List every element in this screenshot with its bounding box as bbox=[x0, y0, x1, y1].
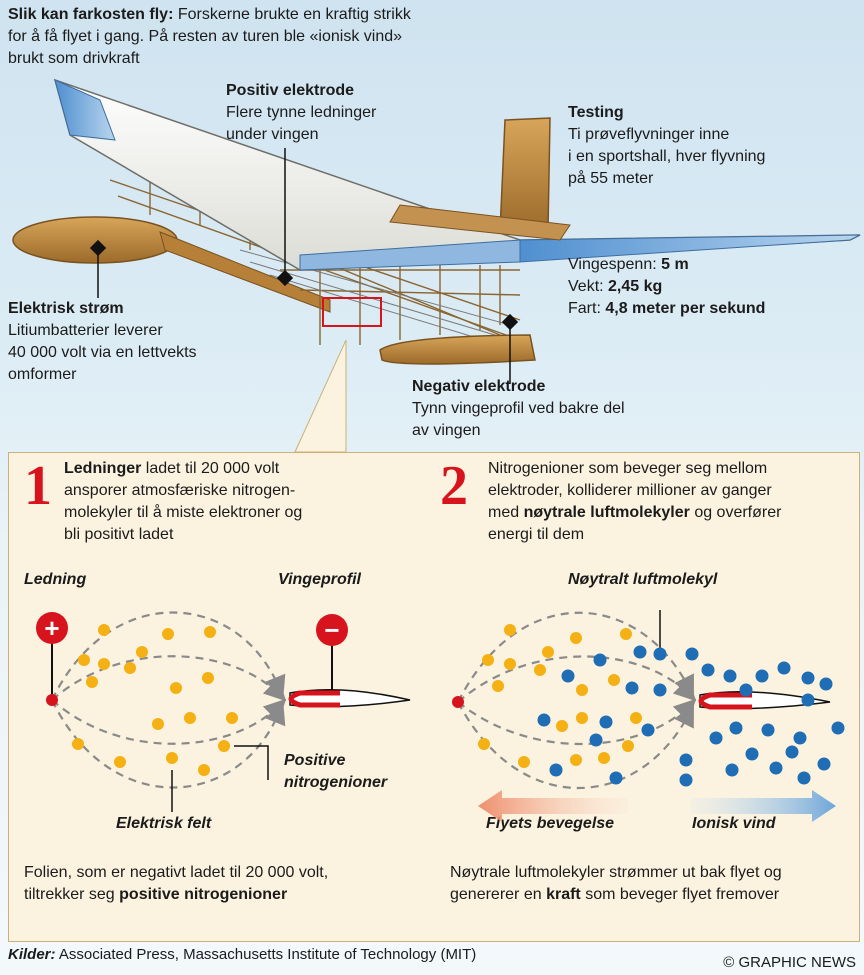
sources: Kilder: Associated Press, Massachusetts … bbox=[8, 944, 476, 966]
step-2-line-3a: med bbox=[488, 504, 520, 521]
step-1-caption-1: Folien, som er negativt ladet til 20 000… bbox=[24, 864, 329, 881]
weight-label: Vekt: bbox=[568, 278, 604, 295]
positive-ions bbox=[72, 624, 238, 776]
step-2-number: 2 bbox=[440, 455, 468, 517]
step-2-caption-2a: genererer en bbox=[450, 886, 542, 903]
step-1-caption-2a: tiltrekker seg bbox=[24, 886, 115, 903]
field-line bbox=[457, 701, 695, 790]
label-positive-ions-2: nitrogenioner bbox=[284, 774, 388, 791]
step-2-caption: Nøytrale luftmolekyler strømmer ut bak f… bbox=[450, 862, 850, 906]
step-2-line-4: energi til dem bbox=[488, 526, 585, 543]
label-electric-field: Elektrisk felt bbox=[116, 815, 212, 832]
ionic-wind-arrow bbox=[690, 790, 836, 822]
step-1-line-3: molekyler til å miste elektroner og bbox=[64, 504, 303, 521]
current-line-2: 40 000 volt via en lettvekts bbox=[8, 344, 197, 361]
lower-airfoil bbox=[379, 334, 536, 365]
negative-electrode-line-2: av vingen bbox=[412, 422, 481, 439]
testing-line-3: på 55 meter bbox=[568, 170, 654, 187]
step-2-line-1: Nitrogenioner som beveger seg mellom bbox=[488, 460, 768, 477]
plus-sign: + bbox=[44, 613, 59, 643]
sources-text: Associated Press, Massachusetts Institut… bbox=[58, 946, 477, 963]
wire-dot bbox=[452, 696, 464, 708]
field-line bbox=[457, 655, 697, 703]
current-line-3: omformer bbox=[8, 366, 77, 383]
diagram-2 bbox=[452, 610, 845, 822]
wire-dot bbox=[46, 694, 58, 706]
negative-electrode-title: Negativ elektrode bbox=[412, 378, 546, 395]
step-2-caption-2b: kraft bbox=[546, 886, 581, 903]
credit: © GRAPHIC NEWS bbox=[723, 954, 856, 971]
testing-line-2: i en sportshall, hver flyvning bbox=[568, 148, 766, 165]
step-2-text: Nitrogenioner som beveger seg mellom ele… bbox=[488, 458, 848, 546]
minus-sign: − bbox=[324, 615, 339, 645]
step-1-text: Ledninger ladet til 20 000 volt ansporer… bbox=[64, 458, 424, 546]
positive-ions bbox=[478, 624, 642, 768]
negative-foil bbox=[698, 692, 752, 710]
plus-icon bbox=[36, 612, 68, 644]
step-1-line-1: ladet til 20 000 volt bbox=[145, 460, 280, 477]
step-2-caption-2c: som beveger flyet fremover bbox=[585, 886, 780, 903]
intro-line-1: Forskerne brukte en kraftig strikk bbox=[177, 6, 411, 23]
step-1-caption: Folien, som er negativt ladet til 20 000… bbox=[24, 862, 424, 906]
positive-electrode-line-1: Flere tynne ledninger bbox=[226, 104, 377, 121]
negative-electrode-line-1: Tynn vingeprofil ved bakre del bbox=[412, 400, 625, 417]
label-neutral-molecule: Nøytralt luftmolekyl bbox=[568, 571, 718, 588]
negative-electrode-label: Negativ elektrode Tynn vingeprofil ved b… bbox=[412, 376, 625, 442]
field-line bbox=[51, 698, 287, 745]
current-label: Elektrisk strøm Litiumbatterier leverer … bbox=[8, 298, 197, 386]
negative-foil bbox=[288, 690, 340, 708]
testing-line-1: Ti prøveflyvninger inne bbox=[568, 126, 730, 143]
intro-line-2: for å få flyet i gang. På resten av ture… bbox=[8, 28, 403, 45]
span-value: 5 m bbox=[661, 256, 689, 273]
testing-title: Testing bbox=[568, 104, 624, 121]
neutral-molecules bbox=[537, 645, 845, 787]
positive-electrode-line-2: under vingen bbox=[226, 126, 319, 143]
field-line bbox=[51, 699, 286, 789]
label-positive-ions-1: Positive bbox=[284, 752, 346, 769]
step-2-line-3b: nøytrale luftmolekyler bbox=[523, 504, 690, 521]
speed-label: Fart: bbox=[568, 300, 601, 317]
step-2-line-3c: og overfører bbox=[694, 504, 782, 521]
minus-icon bbox=[316, 614, 348, 646]
sources-label: Kilder: bbox=[8, 946, 56, 963]
intro-block: Slik kan farkosten fly: Forskerne brukte… bbox=[8, 4, 528, 70]
field-line bbox=[51, 655, 287, 702]
intro-line-3: brukt som drivkraft bbox=[8, 50, 140, 67]
current-line-1: Litiumbatterier leverer bbox=[8, 322, 163, 339]
speed-value: 4,8 meter per sekund bbox=[605, 300, 766, 317]
step-1-line-4: bli positivt ladet bbox=[64, 526, 174, 543]
label-aircraft-motion: Flyets bevegelse bbox=[486, 815, 615, 832]
current-title: Elektrisk strøm bbox=[8, 300, 124, 317]
span-label: Vingespenn: bbox=[568, 256, 657, 273]
field-line bbox=[457, 698, 697, 746]
intro-title: Slik kan farkosten fly: bbox=[8, 6, 174, 23]
specs-block: Vingespenn: 5 m Vekt: 2,45 kg Fart: 4,8 … bbox=[568, 254, 765, 320]
step-1-caption-2b: positive nitrogenioner bbox=[119, 886, 288, 903]
step-2-line-2: elektroder, kolliderer millioner av gang… bbox=[488, 482, 772, 499]
label-airfoil: Vingeprofil bbox=[278, 571, 361, 588]
positive-electrode-title: Positiv elektrode bbox=[226, 82, 355, 99]
aircraft-motion-arrow bbox=[478, 790, 628, 822]
label-positive-ions: Positive nitrogenioner bbox=[284, 750, 387, 794]
diagram-1: + − bbox=[36, 611, 411, 812]
positive-electrode-label: Positiv elektrode Flere tynne ledninger … bbox=[226, 80, 376, 146]
detail-callout-box bbox=[322, 297, 382, 327]
label-ionic-wind: Ionisk vind bbox=[692, 815, 776, 832]
step-2-caption-1: Nøytrale luftmolekyler strømmer ut bak f… bbox=[450, 864, 782, 881]
step-1-number: 1 bbox=[24, 455, 52, 517]
step-1-line-2: ansporer atmosfæriske nitrogen- bbox=[64, 482, 296, 499]
label-wire: Ledning bbox=[24, 571, 87, 588]
field-line bbox=[457, 611, 694, 703]
step-1-bold: Ledninger bbox=[64, 460, 142, 477]
weight-value: 2,45 kg bbox=[608, 278, 663, 295]
testing-label: Testing Ti prøveflyvninger inne i en spo… bbox=[568, 102, 765, 190]
